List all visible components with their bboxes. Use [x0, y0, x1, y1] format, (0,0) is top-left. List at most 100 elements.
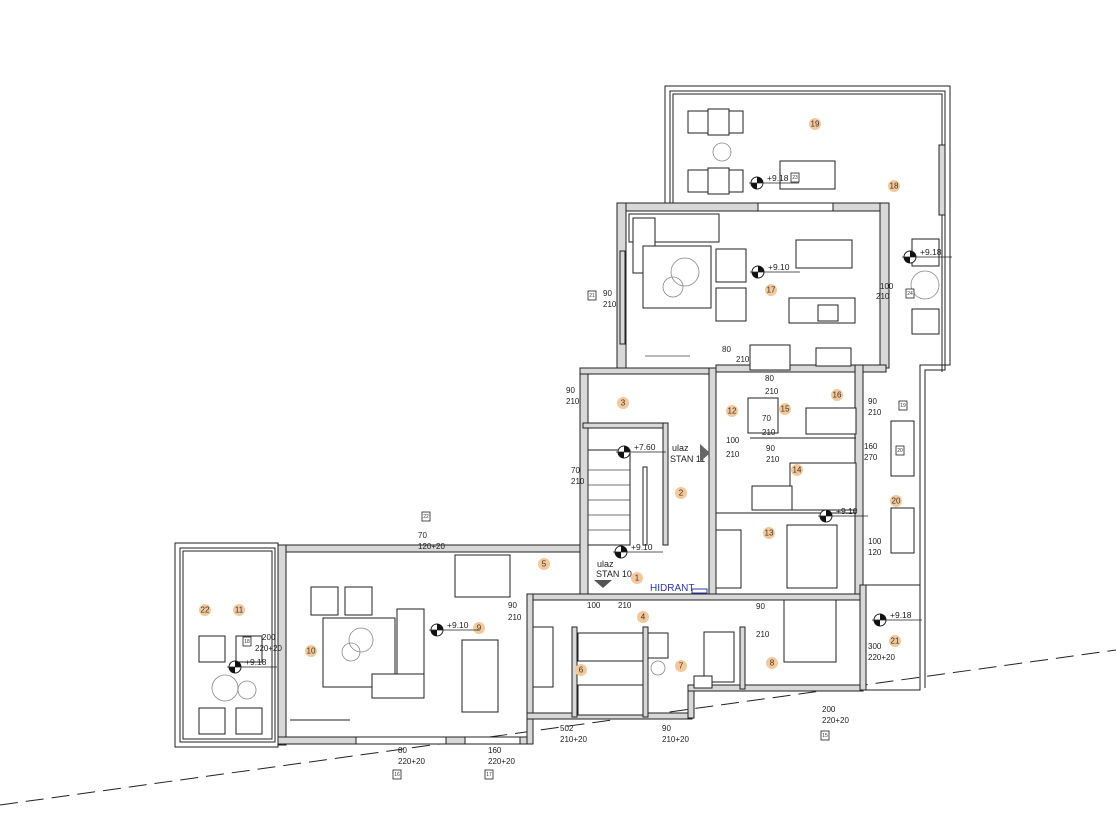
dimension-label: 90: [603, 289, 612, 298]
window-tag-number: 22: [423, 514, 429, 520]
dimension-label: 90: [868, 397, 877, 406]
elevation-marker: +7.60: [616, 442, 666, 459]
badge-circle: [791, 464, 803, 476]
room-number: 10: [307, 647, 316, 656]
badge-circle: [199, 604, 211, 616]
badge-circle: [831, 389, 843, 401]
dimension-label: 210+20: [662, 735, 689, 744]
room-number: 4: [641, 613, 646, 622]
dimension-label: 210: [571, 477, 585, 486]
badge-circle: [888, 180, 900, 192]
elevation-value: +9.10: [631, 542, 653, 552]
dimension-label: 100: [726, 436, 740, 445]
room-number: 12: [728, 407, 737, 416]
entrance-arrow-icon: [594, 580, 612, 588]
room-number: 14: [793, 466, 802, 475]
elevation-value: +9.18: [767, 173, 789, 183]
window-tag-number: 16: [394, 772, 400, 778]
room-number: 6: [579, 666, 584, 675]
room-number-badge: 11: [233, 604, 245, 616]
apartment-17: [616, 202, 890, 369]
dimension-label: 210: [766, 455, 780, 464]
badge-circle: [779, 403, 791, 415]
central-core: [579, 344, 887, 599]
room-number-badge: 1: [631, 572, 643, 584]
dimension-label: 70: [762, 414, 771, 423]
entrance-unit: STAN 10: [596, 569, 632, 579]
window-tag: 22: [421, 511, 431, 522]
dimension-label: 90: [756, 602, 765, 611]
badge-circle: [675, 660, 687, 672]
badge-circle: [305, 645, 317, 657]
dimension-label: 90: [566, 386, 575, 395]
window-tag-number: 15: [822, 733, 828, 739]
window-tag: 20: [895, 445, 905, 456]
dimension-label: 210: [762, 428, 776, 437]
window-tag: 17: [484, 769, 494, 780]
badge-circle: [763, 527, 775, 539]
room-number: 20: [892, 497, 901, 506]
hydrant-box: [691, 588, 708, 594]
room-number: 13: [765, 529, 774, 538]
entrance-label: ulaz: [672, 443, 689, 453]
dimension-label: 210: [765, 387, 779, 396]
dimension-label: 120: [868, 548, 882, 557]
window-tag: 21: [587, 290, 597, 301]
dimension-label: 210: [603, 300, 617, 309]
badge-circle: [890, 495, 902, 507]
dimension-label: 90: [766, 444, 775, 453]
dimension-label: 200: [262, 633, 276, 642]
room-number: 2: [679, 489, 684, 498]
dimension-label: 210: [508, 613, 522, 622]
badge-circle: [233, 604, 245, 616]
dimension-label: 220+20: [868, 653, 895, 662]
elevation-marker: +9.18: [749, 173, 799, 190]
entrance-stan-10[interactable]: ulaz STAN 10: [594, 559, 632, 588]
dimension-label: 300: [868, 642, 882, 651]
elevation-markers: +7.60+9.10+9.10+9.18+9.10+9.18+9.18+9.10…: [227, 173, 952, 674]
entrance-stan-11[interactable]: ulaz STAN 11: [670, 443, 710, 464]
dimension-label: 210: [876, 292, 890, 301]
dimension-label: 210: [566, 397, 580, 406]
elevation-value: +9.18: [245, 657, 267, 667]
badge-circle: [675, 487, 687, 499]
room-number-badge: 21: [889, 635, 901, 647]
elevation-value: +9.10: [447, 620, 469, 630]
dimension-label: 90: [662, 724, 671, 733]
dimension-label: 270: [864, 453, 878, 462]
dimension-label: 160: [488, 746, 502, 755]
badge-circle: [765, 284, 777, 296]
badge-circle: [809, 118, 821, 130]
room-number-badge: 3: [617, 397, 629, 409]
room-number-badge: 12: [726, 405, 738, 417]
dimension-label: 210: [868, 408, 882, 417]
badge-circle: [889, 635, 901, 647]
dimension-label: 80: [765, 374, 774, 383]
window-tag-number: 19: [900, 403, 906, 409]
terrace-21: [865, 584, 921, 691]
badge-circle: [617, 397, 629, 409]
window-tag: 15: [820, 730, 830, 741]
room-number-badge: 5: [538, 558, 550, 570]
room-number: 17: [767, 286, 776, 295]
room-number-badge: 16: [831, 389, 843, 401]
apartment-lower: [277, 544, 867, 746]
room-number: 8: [770, 659, 775, 668]
dimension-label: 80: [398, 746, 407, 755]
window-tag-number: 17: [486, 772, 492, 778]
hydrant-label: HIDRANT: [650, 583, 694, 594]
badge-circle: [726, 405, 738, 417]
elevation-value: +9.18: [890, 610, 912, 620]
dimension-label: 210: [736, 355, 750, 364]
room-number: 5: [542, 560, 547, 569]
badge-circle: [473, 622, 485, 634]
dimension-label: 210: [756, 630, 770, 639]
terrace-furniture: [198, 108, 940, 735]
window-tag: 18: [242, 636, 252, 647]
room-number: 1: [635, 574, 640, 583]
dimension-label: 100: [880, 282, 894, 291]
room-number: 22: [201, 606, 210, 615]
room-number-badge: 18: [888, 180, 900, 192]
dimension-label: 70: [418, 531, 427, 540]
dimension-label: 220+20: [255, 644, 282, 653]
